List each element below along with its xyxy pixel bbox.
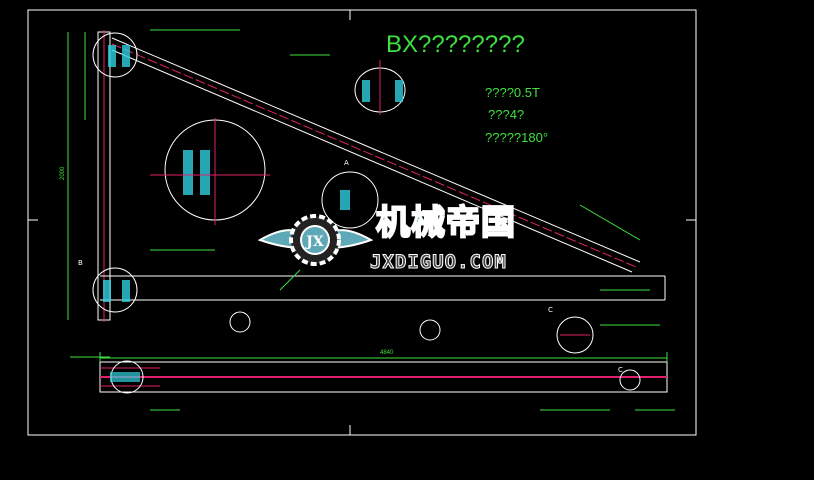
section-label-a: A [344, 159, 349, 167]
watermark-domain: JXDIGUO.COM [370, 251, 507, 274]
section-label-c: C [548, 306, 553, 314]
watermark-name: 机械帝国 [375, 203, 516, 243]
section-label-b: B [78, 259, 83, 267]
section-label-c-plan: C [618, 366, 623, 374]
emblem-text: JX [304, 234, 324, 250]
drawing-frame [27, 9, 697, 436]
hatched-parts [103, 45, 403, 302]
diagonal-brace [111, 37, 641, 273]
watermark-logo: JX 机械帝国 JXDIGUO.COM [258, 203, 558, 276]
detail-views [92, 32, 594, 354]
dimension-lines [67, 29, 675, 411]
bottom-beam-view [99, 360, 668, 394]
note-rotation: ?????180° [485, 130, 548, 145]
dim-post-height: 2000 [60, 166, 66, 180]
winged-gear-emblem-icon: JX [258, 214, 373, 266]
horizontal-beam [100, 275, 666, 301]
vertical-post [97, 30, 111, 322]
centerlines [150, 60, 590, 336]
note-span: ???4? [488, 107, 524, 122]
dim-beam-length: 4840 [380, 350, 394, 356]
frame-center-marks [28, 10, 696, 435]
drawing-title: BX???????? [386, 31, 525, 58]
note-capacity: ????0.5T [485, 85, 540, 100]
